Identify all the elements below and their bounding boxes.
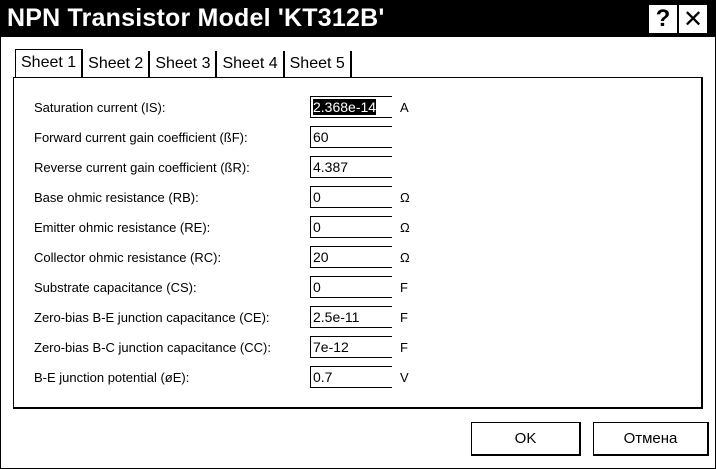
param-row-pe: B-E junction potential (øE): 0.7 V (34, 366, 694, 390)
param-unit: A (400, 100, 409, 115)
param-value: 4.387 (313, 159, 349, 175)
param-row-cs: Substrate capacitance (CS): 0 F (34, 276, 694, 300)
tab-sheet-1[interactable]: Sheet 1 (15, 49, 84, 78)
rb-input[interactable]: 0 (310, 186, 392, 208)
tab-bar: Sheet 1 Sheet 2 Sheet 3 Sheet 4 Sheet 5 (15, 49, 352, 78)
param-value: 0 (313, 279, 321, 295)
param-label: Zero-bias B-C junction capacitance (CC): (34, 340, 271, 355)
param-value: 7e-12 (313, 339, 349, 355)
param-label: Zero-bias B-E junction capacitance (CE): (34, 310, 270, 325)
param-label: Forward current gain coefficient (ßF): (34, 130, 248, 145)
param-unit: Ω (400, 250, 410, 265)
param-unit: Ω (400, 220, 410, 235)
tab-panel: Saturation current (IS): 2.368e-14 A For… (13, 77, 703, 409)
param-row-rb: Base ohmic resistance (RB): 0 Ω (34, 186, 694, 210)
is-input[interactable]: 2.368e-14 (310, 96, 392, 118)
bf-input[interactable]: 60 (310, 126, 392, 148)
re-input[interactable]: 0 (310, 216, 392, 238)
br-input[interactable]: 4.387 (310, 156, 392, 178)
param-row-re: Emitter ohmic resistance (RE): 0 Ω (34, 216, 694, 240)
param-label: Saturation current (IS): (34, 100, 166, 115)
tab-sheet-4[interactable]: Sheet 4 (217, 51, 285, 77)
rc-input[interactable]: 20 (310, 246, 392, 268)
param-row-rc: Collector ohmic resistance (RC): 20 Ω (34, 246, 694, 270)
param-unit: Ω (400, 190, 410, 205)
param-label: Reverse current gain coefficient (ßR): (34, 160, 250, 175)
param-label: Emitter ohmic resistance (RE): (34, 220, 211, 235)
cs-input[interactable]: 0 (310, 276, 392, 298)
help-icon: ? (655, 5, 671, 32)
param-row-cc: Zero-bias B-C junction capacitance (CC):… (34, 336, 694, 360)
cc-input[interactable]: 7e-12 (310, 336, 392, 358)
tab-sheet-2[interactable]: Sheet 2 (83, 51, 151, 77)
close-button[interactable]: ✕ (679, 5, 707, 33)
tab-sheet-3[interactable]: Sheet 3 (150, 51, 218, 77)
param-value: 0 (313, 219, 321, 235)
param-label: Base ohmic resistance (RB): (34, 190, 199, 205)
tab-sheet-5[interactable]: Sheet 5 (285, 51, 352, 77)
param-unit: V (400, 370, 409, 385)
param-value: 0.7 (313, 369, 333, 385)
param-unit: F (400, 310, 408, 325)
ok-button[interactable]: OK (471, 422, 581, 456)
param-label: Substrate capacitance (CS): (34, 280, 197, 295)
param-value: 60 (313, 129, 329, 145)
ce-input[interactable]: 2.5e-11 (310, 306, 392, 328)
param-value: 2.5e-11 (313, 309, 360, 325)
window-title: NPN Transistor Model 'KT312B' (7, 4, 385, 32)
cancel-button[interactable]: Отмена (593, 422, 709, 456)
param-value: 0 (313, 189, 321, 205)
param-unit: F (400, 280, 408, 295)
param-row-br: Reverse current gain coefficient (ßR): 4… (34, 156, 694, 180)
help-button[interactable]: ? (649, 5, 677, 33)
param-label: B-E junction potential (øE): (34, 370, 190, 385)
param-unit: F (400, 340, 408, 355)
param-label: Collector ohmic resistance (RC): (34, 250, 222, 265)
pe-input[interactable]: 0.7 (310, 366, 392, 388)
param-row-ce: Zero-bias B-E junction capacitance (CE):… (34, 306, 694, 330)
param-row-bf: Forward current gain coefficient (ßF): 6… (34, 126, 694, 150)
close-icon: ✕ (682, 5, 704, 33)
param-row-is: Saturation current (IS): 2.368e-14 A (34, 96, 694, 120)
title-bar[interactable]: NPN Transistor Model 'KT312B' ? ✕ (1, 1, 715, 37)
param-value: 2.368e-14 (313, 99, 377, 115)
param-value: 20 (313, 249, 329, 265)
